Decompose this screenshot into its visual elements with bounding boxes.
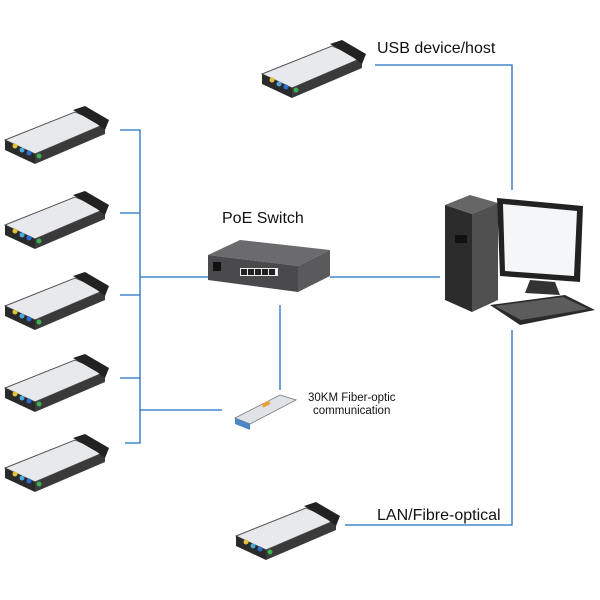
links — [120, 64, 513, 526]
fiber-label-line2: communication — [313, 405, 391, 417]
poe-switch-label: PoE Switch — [222, 210, 304, 227]
oscilloscope-device-2 — [4, 190, 110, 250]
link-scope-bus — [120, 129, 141, 444]
oscilloscope-device-lan — [235, 501, 341, 561]
oscilloscope-device-5 — [4, 433, 110, 493]
oscilloscope-device-4 — [4, 353, 110, 413]
oscilloscope-device-3 — [4, 271, 110, 331]
oscilloscope-device-1 — [4, 105, 110, 165]
link-usb-pc — [375, 64, 513, 190]
link-lan-pc — [345, 330, 513, 526]
sfp-fiber-module-icon — [234, 394, 298, 430]
desktop-computer-icon — [445, 195, 595, 325]
fiber-label: 30KM Fiber-optic communication — [308, 392, 396, 418]
usb-label: USB device/host — [377, 40, 496, 57]
oscilloscope-device-usb — [261, 39, 367, 99]
fiber-label-line1: 30KM Fiber-optic — [308, 392, 396, 404]
poe-switch-icon — [208, 240, 330, 292]
lan-label: LAN/Fibre-optical — [377, 507, 501, 524]
